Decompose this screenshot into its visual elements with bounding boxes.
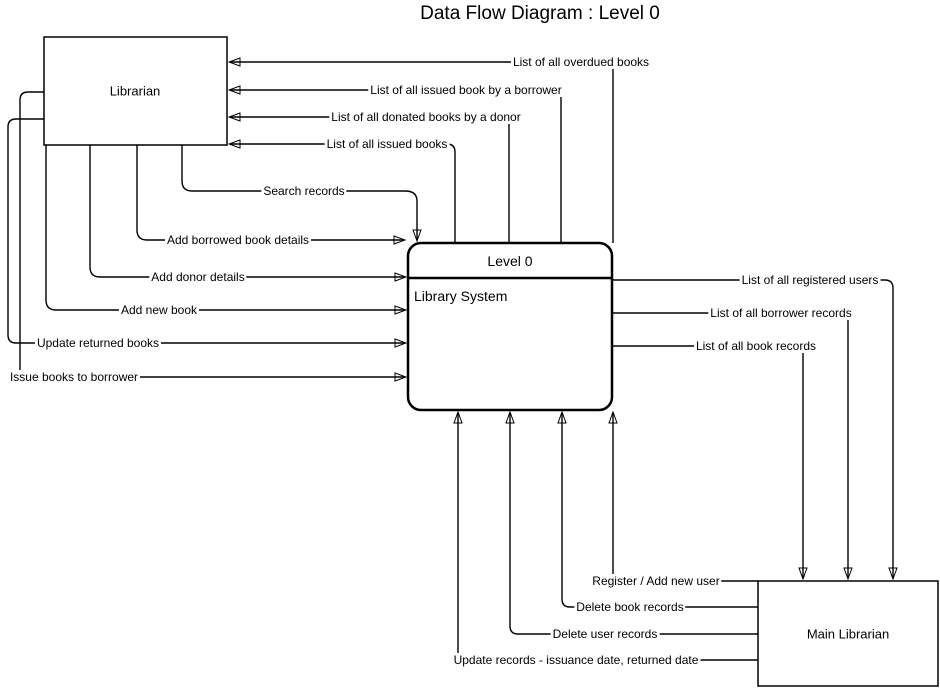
process-header-label: Level 0 — [487, 253, 533, 269]
flow-line-update-returned-books — [7, 118, 405, 343]
edge-label-add-borrowed-book-details: Add borrowed book details — [164, 233, 312, 247]
edge-label-update-returned-books: Update returned books — [34, 336, 162, 350]
edge-label-list-issued-book-by-borrower: List of all issued book by a borrower — [368, 83, 564, 97]
edge-label-add-new-book: Add new book — [118, 303, 200, 317]
edge-label-issue-books-to-borrower: Issue books to borrower — [7, 370, 141, 384]
edge-label-delete-user-records: Delete user records — [550, 627, 660, 641]
process-box — [406, 241, 614, 412]
edge-label-list-issued-books: List of all issued books — [324, 137, 450, 151]
process-name-label: Library System — [414, 288, 508, 304]
flow-line-list-registered-users — [612, 279, 893, 578]
edge-label-add-donor-details: Add donor details — [149, 270, 247, 284]
edge-label-list-book-records: List of all book records — [693, 339, 819, 353]
main-librarian-entity-label: Main Librarian — [806, 626, 890, 642]
flow-line-list-donated-books-by-donor — [230, 117, 510, 243]
librarian-entity-box — [43, 36, 228, 146]
diagram-title: Data Flow Diagram : Level 0 — [420, 3, 660, 24]
librarian-entity-label: Librarian — [109, 83, 161, 99]
flow-line-delete-user-records — [510, 413, 758, 635]
flow-line-register-add-new-user — [613, 413, 758, 582]
flow-line-list-book-records — [612, 345, 803, 578]
edge-label-list-registered-users: List of all registered users — [739, 273, 881, 287]
flow-line-add-new-book — [45, 145, 405, 310]
edge-label-list-overdued-books: List of all overdued books — [510, 55, 652, 69]
edge-label-register-add-new-user: Register / Add new user — [590, 574, 722, 588]
edge-label-delete-book-records: Delete book records — [574, 600, 686, 614]
flow-line-delete-book-records — [562, 413, 758, 608]
flow-line-add-donor-details — [89, 145, 405, 277]
edge-label-search-records: Search records — [261, 184, 347, 198]
edge-label-list-borrower-records: List of all borrower records — [708, 306, 854, 320]
edge-label-update-records-dates: Update records - issuance date, returned… — [451, 653, 701, 667]
flow-line-update-records-dates — [458, 413, 758, 661]
edge-label-list-donated-books-by-donor: List of all donated books by a donor — [329, 110, 523, 124]
flow-line-add-borrowed-book-details — [136, 145, 404, 240]
